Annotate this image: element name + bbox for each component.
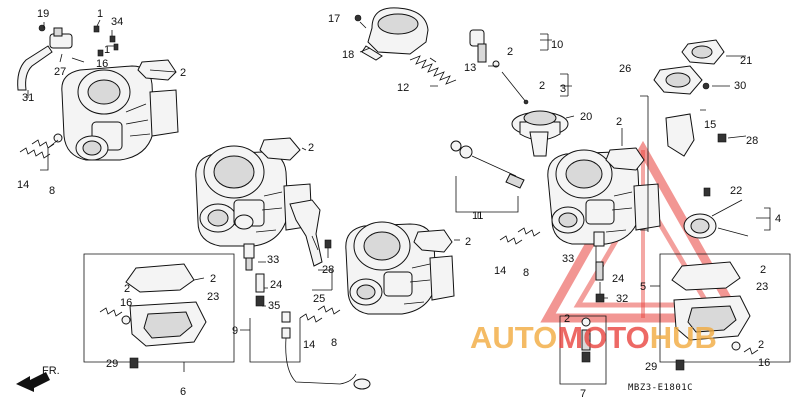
callout: 16 (758, 357, 770, 369)
callout: 24 (612, 273, 624, 285)
watermark-word-3: HUB (650, 320, 717, 355)
callout: 33 (267, 254, 279, 266)
carburetor-top-cover (354, 7, 575, 157)
callout: 16 (120, 297, 132, 309)
callout: 13 (464, 62, 476, 74)
callout: 20 (580, 111, 592, 123)
callout: 2 (124, 283, 130, 295)
callout: 2 (180, 67, 186, 79)
callout: 29 (106, 358, 118, 370)
callout: 27 (54, 66, 66, 78)
callout: 8 (49, 185, 55, 197)
callout: 33 (562, 253, 574, 265)
callout: 5 (640, 281, 646, 293)
callout: 30 (734, 80, 746, 92)
callout: 22 (730, 185, 742, 197)
callout: 32 (616, 293, 628, 305)
callout: 23 (207, 291, 219, 303)
carburetor-assembly-1 (17, 19, 179, 171)
callout: 2 (760, 264, 766, 276)
callout: 16 (96, 58, 108, 70)
callout: 12 (397, 82, 409, 94)
callout: 31 (22, 92, 34, 104)
callout: 24 (270, 279, 282, 291)
callout: 2 (616, 116, 622, 128)
svg-text:AUTOMOTOHUB: AUTOMOTOHUB (470, 320, 717, 355)
callout: 28 (746, 135, 758, 147)
callout: 14 (17, 179, 29, 191)
callout: 28 (322, 264, 334, 276)
callout: 14 (494, 265, 506, 277)
callout: 23 (756, 281, 768, 293)
callout: 3 (560, 83, 566, 95)
callout: 34 (111, 16, 123, 28)
watermark-wordmark: AUTOMOTOHUB (470, 320, 717, 355)
carburetor-assembly-2 (195, 137, 333, 307)
callout: 14 (303, 339, 315, 351)
carburetor-assembly-4 (499, 39, 771, 303)
callout: 35 (268, 300, 280, 312)
callout: 8 (331, 337, 337, 349)
watermark-word-2: MOTO (557, 320, 649, 355)
callout: 2 (507, 46, 513, 58)
callout: 6 (180, 386, 186, 398)
drain-tube-part (240, 311, 371, 390)
callout: 7 (580, 388, 586, 400)
callout: 1 (104, 44, 110, 56)
front-marker-label: FR. (42, 365, 60, 377)
drawing-code: MBZ3-E1801C (628, 383, 693, 393)
callout: 26 (619, 63, 631, 75)
callout: 29 (645, 361, 657, 373)
callout: 2 (758, 339, 764, 351)
callout: 25 (313, 293, 325, 305)
callout: 8 (523, 267, 529, 279)
callout: 10 (551, 39, 563, 51)
callout-labels: 19 1 34 1 27 16 31 2 14 8 17 18 12 2 10 … (17, 8, 781, 400)
float-bowl-group-left (83, 253, 235, 372)
callout: 2 (564, 313, 570, 325)
callout: 21 (740, 55, 752, 67)
callout: 4 (775, 213, 781, 225)
callout: 19 (37, 8, 49, 20)
callout: 2 (539, 80, 545, 92)
callout: 18 (342, 49, 354, 61)
callout: 2 (210, 273, 216, 285)
carburetor-assembly-3 (299, 221, 460, 323)
callout: 17 (328, 13, 340, 25)
callout: 2 (465, 236, 471, 248)
callout: 9 (232, 325, 238, 337)
callout: 15 (704, 119, 716, 131)
callout: 2 (308, 142, 314, 154)
float-bowl-group-right (559, 253, 791, 385)
front-direction-marker: FR. (16, 365, 60, 392)
watermark-word-1: AUTO (470, 320, 557, 355)
throttle-shaft-part (450, 140, 525, 218)
callout: 11 (472, 210, 483, 222)
callout: 1 (97, 8, 103, 20)
